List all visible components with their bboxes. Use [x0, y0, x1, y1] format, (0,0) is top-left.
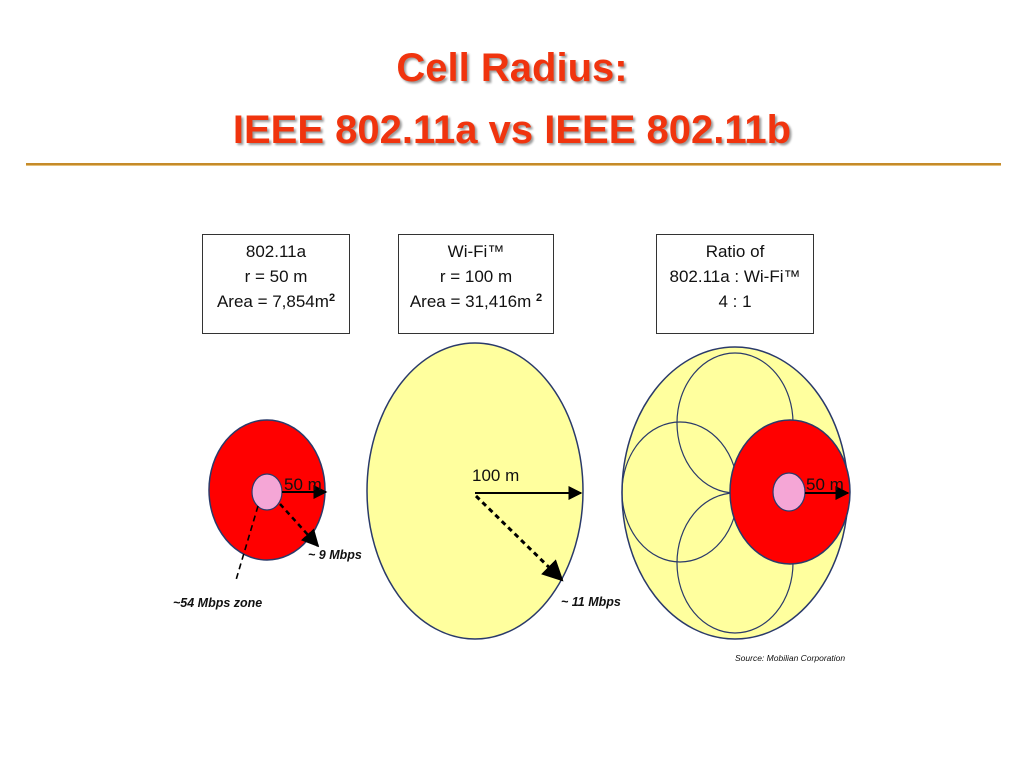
- cell-80211a-zone-label: ~54 Mbps zone: [173, 596, 262, 610]
- box-wifi-area: Area = 31,416m: [409, 292, 537, 311]
- cell-wifi-outer: [366, 342, 584, 640]
- slide-title-line2: IEEE 802.11a vs IEEE 802.11b: [232, 108, 792, 152]
- box-wifi-area-sup: 2: [536, 292, 543, 304]
- box-wifi: Wi-Fi™ r = 100 m Area = 31,416m 2: [398, 234, 554, 334]
- box-80211a-line3: Area = 7,854m2: [203, 289, 349, 314]
- slide-title-line1: Cell Radius:: [396, 46, 628, 90]
- cell-80211a: 50 m ~ 9 Mbps ~54 Mbps zone: [173, 419, 362, 610]
- box-ratio-line2: 802.11a : Wi-Fi™: [669, 267, 801, 286]
- box-ratio-line1: Ratio of: [705, 242, 765, 261]
- title-divider: [26, 163, 1001, 166]
- cell-ratio: 50 m: [621, 346, 851, 640]
- box-80211a-area-sup: 2: [328, 292, 336, 304]
- source-caption: Source: Mobilian Corporation: [735, 653, 845, 663]
- cell-wifi: 100 m ~ 11 Mbps: [366, 342, 621, 640]
- cell-wifi-radius-label: 100 m: [472, 466, 519, 485]
- box-ratio: Ratio of 802.11a : Wi-Fi™ 4 : 1: [656, 234, 814, 334]
- cell-wifi-rate-label: ~ 11 Mbps: [561, 595, 621, 609]
- cell-80211a-inner-zone: [251, 473, 283, 511]
- box-ratio-line3: 4 : 1: [718, 292, 752, 311]
- box-80211a: 802.11a r = 50 m Area = 7,854m2: [202, 234, 350, 334]
- cell-ratio-radius-label: 50 m: [806, 475, 844, 494]
- box-wifi-line3: Area = 31,416m 2: [399, 289, 553, 314]
- box-wifi-line2: r = 100 m: [439, 267, 513, 286]
- cell-wifi-rate-arrow: [474, 494, 564, 582]
- box-80211a-line1: 802.11a: [245, 242, 307, 261]
- cell-ratio-inner-zone: [772, 472, 806, 512]
- cell-80211a-zone-pointer: [235, 505, 259, 581]
- box-80211a-area: Area = 7,854m: [216, 292, 329, 311]
- cell-80211a-rate-arrow: [279, 503, 320, 548]
- box-wifi-line1: Wi-Fi™: [447, 242, 505, 261]
- box-80211a-line2: r = 50 m: [244, 267, 308, 286]
- cell-80211a-radius-label: 50 m: [284, 475, 322, 494]
- cell-80211a-rate-label: ~ 9 Mbps: [308, 548, 362, 562]
